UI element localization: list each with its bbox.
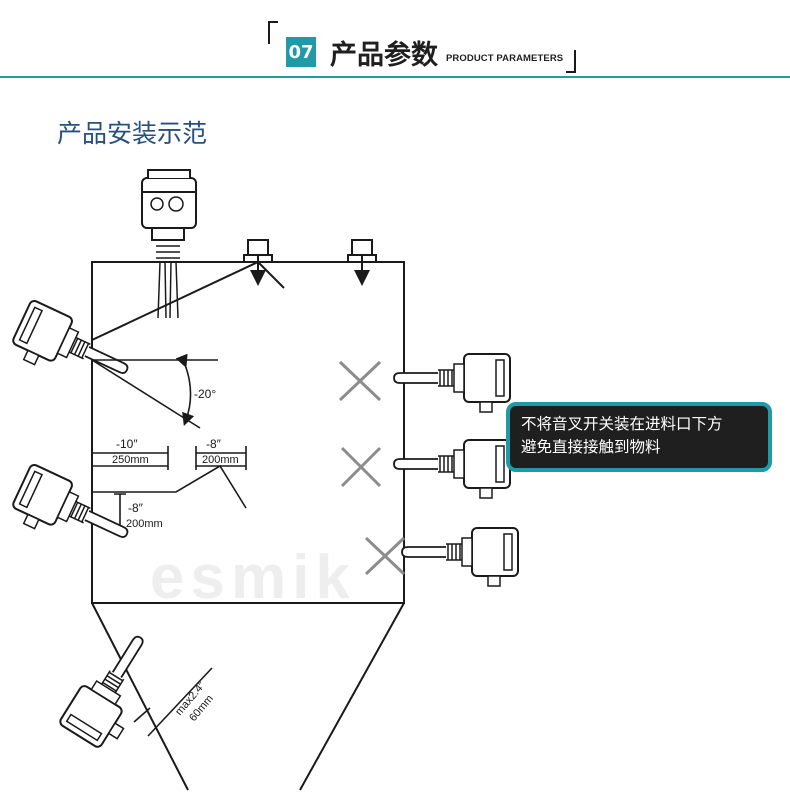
cross-mark-2 <box>340 446 382 488</box>
dimension-horizontal <box>91 446 247 509</box>
section-title: 产品参数 <box>330 40 438 71</box>
header-bracket-right <box>566 50 576 73</box>
installation-note: 不将音叉开关装在进料口下方 避免直接接触到物料 <box>506 402 772 472</box>
switch-left-upper <box>6 298 139 402</box>
angle-label: -20° <box>194 387 216 401</box>
header-divider <box>0 76 790 78</box>
cross-mark-3 <box>364 536 406 576</box>
section-title-english: PRODUCT PARAMETERS <box>446 53 564 64</box>
page-heading: 产品安装示范 <box>57 119 208 148</box>
cross-mark-1 <box>338 360 382 402</box>
dim-top-right-mm: 200mm <box>202 454 239 466</box>
angle-arc <box>175 353 195 427</box>
dim-top-left-in: -10″ <box>116 437 138 451</box>
switch-right-1 <box>393 353 511 413</box>
watermark-text: esmik <box>150 543 356 612</box>
switch-left-lower <box>6 462 139 566</box>
switch-top-face <box>150 196 184 212</box>
switch-right-3 <box>401 527 519 587</box>
material-slope <box>91 260 285 341</box>
silo-outline <box>91 261 405 791</box>
dim-top-right-in: -8″ <box>206 437 222 451</box>
dim-top-left-mm: 250mm <box>112 454 149 466</box>
switch-right-2 <box>393 439 511 499</box>
note-line-1: 不将音叉开关装在进料口下方 <box>521 415 723 433</box>
header-bracket-left <box>268 21 278 44</box>
dim-vertical-in: -8″ <box>128 501 144 515</box>
dimension-cone <box>133 667 213 737</box>
dim-vertical-mm: 200mm <box>126 518 163 530</box>
note-line-2: 避免直接接触到物料 <box>521 438 661 456</box>
angle-probe-line <box>91 359 201 429</box>
section-number-badge: 07 <box>286 37 316 67</box>
